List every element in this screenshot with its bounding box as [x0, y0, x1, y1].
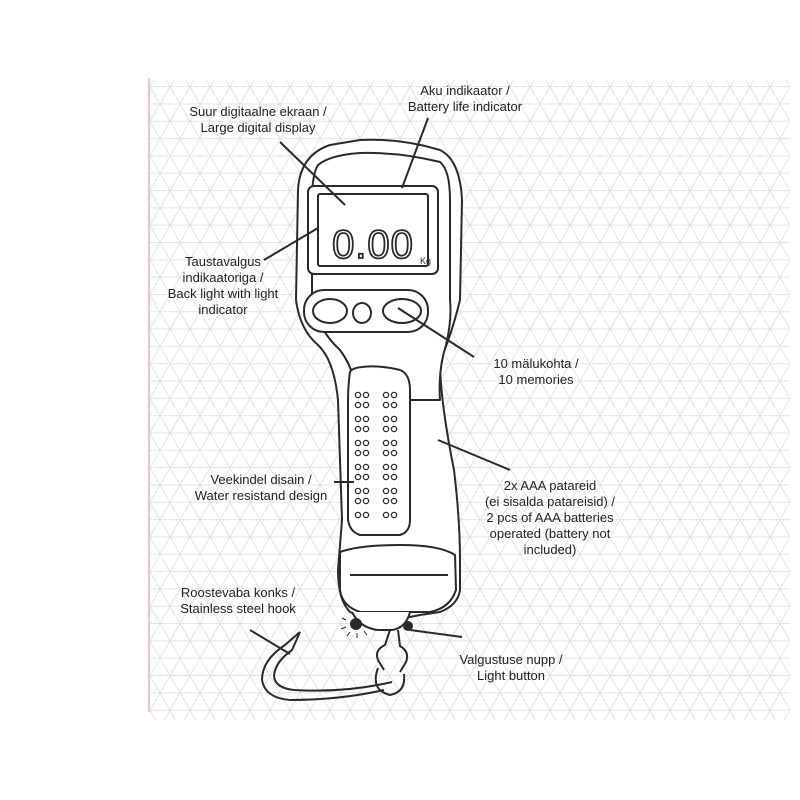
- callout-battery-indicator: Aku indikaator / Battery life indicator: [370, 83, 560, 115]
- callout-light-button-en: Light button: [477, 668, 545, 683]
- display-unit: Kg: [420, 256, 431, 266]
- callout-batteries-line1: 2x AAA patareid: [503, 478, 597, 493]
- callout-batteries: 2x AAA patareid (ei sisalda patareisid) …: [452, 478, 648, 558]
- callout-hook-et: Roostevaba konks /: [180, 585, 296, 600]
- leader-battery: [401, 117, 429, 189]
- callout-batteries-line4: operated (battery not: [489, 526, 611, 541]
- grip-dots: [354, 391, 398, 519]
- callout-batteries-line5: included): [523, 542, 577, 557]
- callout-batteries-line2: (ei sisalda patareisid) /: [484, 494, 616, 509]
- callout-battery-indicator-et: Aku indikaator /: [420, 83, 510, 98]
- callout-large-display-en: Large digital display: [200, 120, 316, 135]
- callout-large-display: Suur digitaalne ekraan / Large digital d…: [158, 104, 358, 136]
- callout-water-resistant-et: Veekindel disain /: [210, 472, 312, 487]
- light-button-dot: [403, 621, 413, 631]
- callout-hook-en: Stainless steel hook: [180, 601, 296, 616]
- display-screen: [317, 193, 429, 267]
- callout-water-resistant-en: Water resistand design: [194, 488, 328, 503]
- callout-backlight-line4: indicator: [198, 302, 248, 317]
- callout-memories-et: 10 mälukohta /: [493, 356, 579, 371]
- callout-large-display-et: Suur digitaalne ekraan /: [189, 104, 327, 119]
- callout-memories-en: 10 memories: [498, 372, 574, 387]
- leader-memories: [397, 307, 475, 358]
- steel-hook: [260, 629, 409, 702]
- callout-hook: Roostevaba konks / Stainless steel hook: [160, 585, 316, 617]
- leader-large-display: [279, 141, 346, 206]
- leader-light-button: [409, 629, 463, 638]
- callout-backlight-line3: Back light with light: [167, 286, 279, 301]
- callout-light-button: Valgustuse nupp / Light button: [436, 652, 586, 684]
- callout-battery-indicator-en: Battery life indicator: [407, 99, 523, 114]
- leader-batteries: [437, 439, 511, 471]
- center-button: [352, 302, 372, 324]
- callout-backlight-line2: indikaatoriga /: [182, 270, 264, 285]
- triangle-pattern-background: [150, 80, 790, 720]
- callout-light-button-et: Valgustuse nupp /: [459, 652, 563, 667]
- leader-backlight: [263, 227, 319, 261]
- light-glow: [340, 617, 368, 638]
- display-reading: 0.00: [332, 223, 414, 267]
- luggage-scale-illustration: [295, 138, 463, 631]
- callout-lines: [249, 117, 511, 655]
- callout-backlight-line1: Taustavalgus: [185, 254, 261, 269]
- light-bulb: [350, 618, 362, 630]
- callout-batteries-line3: 2 pcs of AAA batteries: [486, 510, 614, 525]
- callout-backlight: Taustavalgus indikaatoriga / Back light …: [148, 254, 298, 318]
- scale-lower-body: [339, 544, 457, 613]
- left-button: [312, 298, 348, 324]
- callout-water-resistant: Veekindel disain / Water resistand desig…: [176, 472, 346, 504]
- leader-hook: [249, 629, 291, 655]
- callout-memories: 10 mälukohta / 10 memories: [466, 356, 606, 388]
